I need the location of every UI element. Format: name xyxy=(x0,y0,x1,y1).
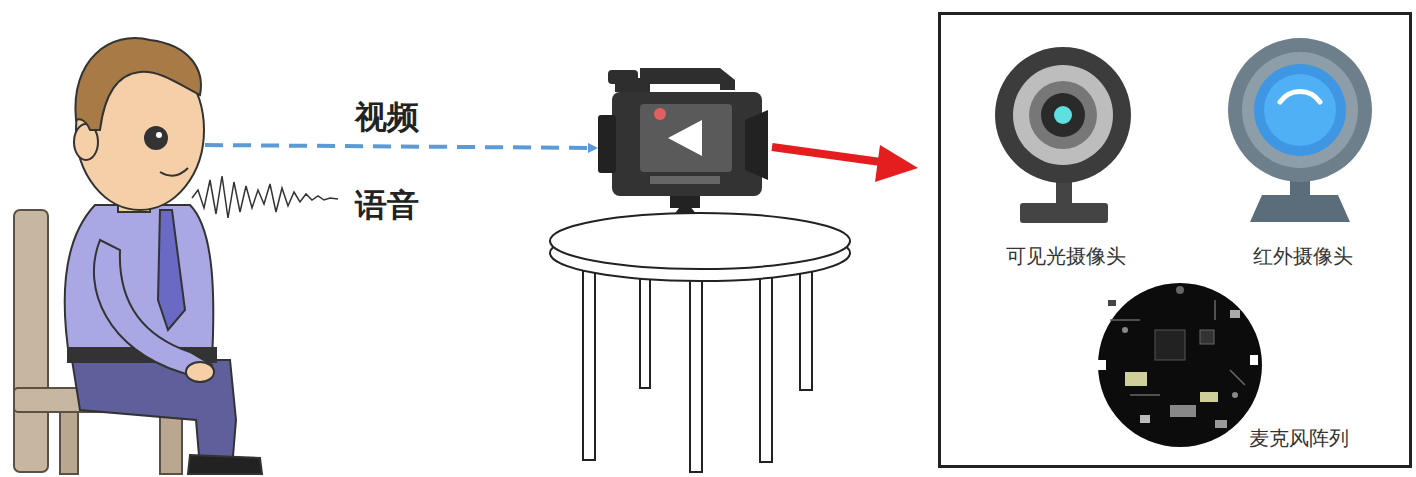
component-label: 麦克风阵列 xyxy=(1249,425,1349,452)
visible-camera-icon xyxy=(995,47,1131,223)
red-arrow xyxy=(772,145,918,182)
signal-label: 视频 xyxy=(355,96,419,140)
component-label: 可见光摄像头 xyxy=(1006,243,1126,270)
sound-wave xyxy=(192,176,338,218)
signal-label: 语音 xyxy=(355,184,419,228)
infrared-camera-icon xyxy=(1228,38,1372,222)
microphone-array-icon xyxy=(1098,283,1262,447)
video-arrow xyxy=(205,145,596,148)
round-table xyxy=(550,213,850,472)
component-frame: 可见光摄像头 红外摄像头麦克风阵列 xyxy=(938,12,1412,468)
component-label: 红外摄像头 xyxy=(1253,243,1353,270)
person xyxy=(65,38,262,474)
